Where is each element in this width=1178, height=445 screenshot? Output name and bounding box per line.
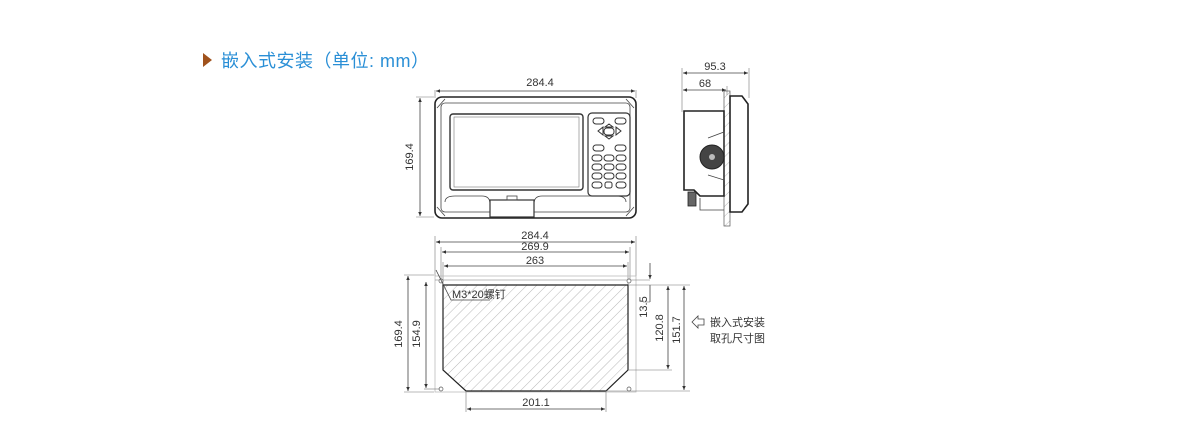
front-view: 284.4 169.4 bbox=[404, 77, 637, 219]
panel-section bbox=[723, 90, 731, 227]
screw-hole bbox=[626, 278, 632, 284]
hole-vspan-label: 154.9 bbox=[411, 320, 423, 348]
bottom-width-label: 201.1 bbox=[522, 397, 550, 409]
section-title: 嵌入式安装（单位: mm） bbox=[221, 51, 430, 71]
outer-height-label: 169.4 bbox=[393, 320, 405, 348]
side-height-label: 120.8 bbox=[654, 314, 666, 342]
width-label: 284.4 bbox=[526, 77, 554, 89]
outer-width-label: 284.4 bbox=[521, 230, 549, 242]
outer-outline bbox=[434, 275, 637, 393]
hole-span-label: 269.9 bbox=[521, 241, 549, 253]
depth-total-label: 95.3 bbox=[704, 61, 725, 73]
cutout-width-label: 263 bbox=[526, 255, 544, 267]
bracket-tab bbox=[489, 199, 535, 218]
connector-icon bbox=[687, 191, 697, 207]
screen bbox=[449, 113, 584, 191]
depth-behind-panel-label: 68 bbox=[699, 78, 711, 90]
section-header: 嵌入式安装（单位: mm） bbox=[203, 47, 430, 73]
height-label: 169.4 bbox=[404, 143, 416, 171]
side-view: 95.3 68 bbox=[681, 61, 750, 227]
triangle-bullet-icon bbox=[203, 53, 212, 67]
cutout-height-label: 151.7 bbox=[671, 316, 683, 344]
caption-line-1: 嵌入式安装 bbox=[710, 315, 765, 329]
cutout-view: 284.4 269.9 263 M3*20螺钉 169.4 154.9 13.5… bbox=[393, 230, 765, 412]
top-offset-label: 13.5 bbox=[638, 296, 650, 317]
arrow-left-icon bbox=[691, 315, 705, 329]
screw-label: M3*20螺钉 bbox=[452, 288, 506, 301]
caption-line-2: 取孔尺寸图 bbox=[710, 331, 765, 345]
screw-hole bbox=[626, 386, 632, 392]
